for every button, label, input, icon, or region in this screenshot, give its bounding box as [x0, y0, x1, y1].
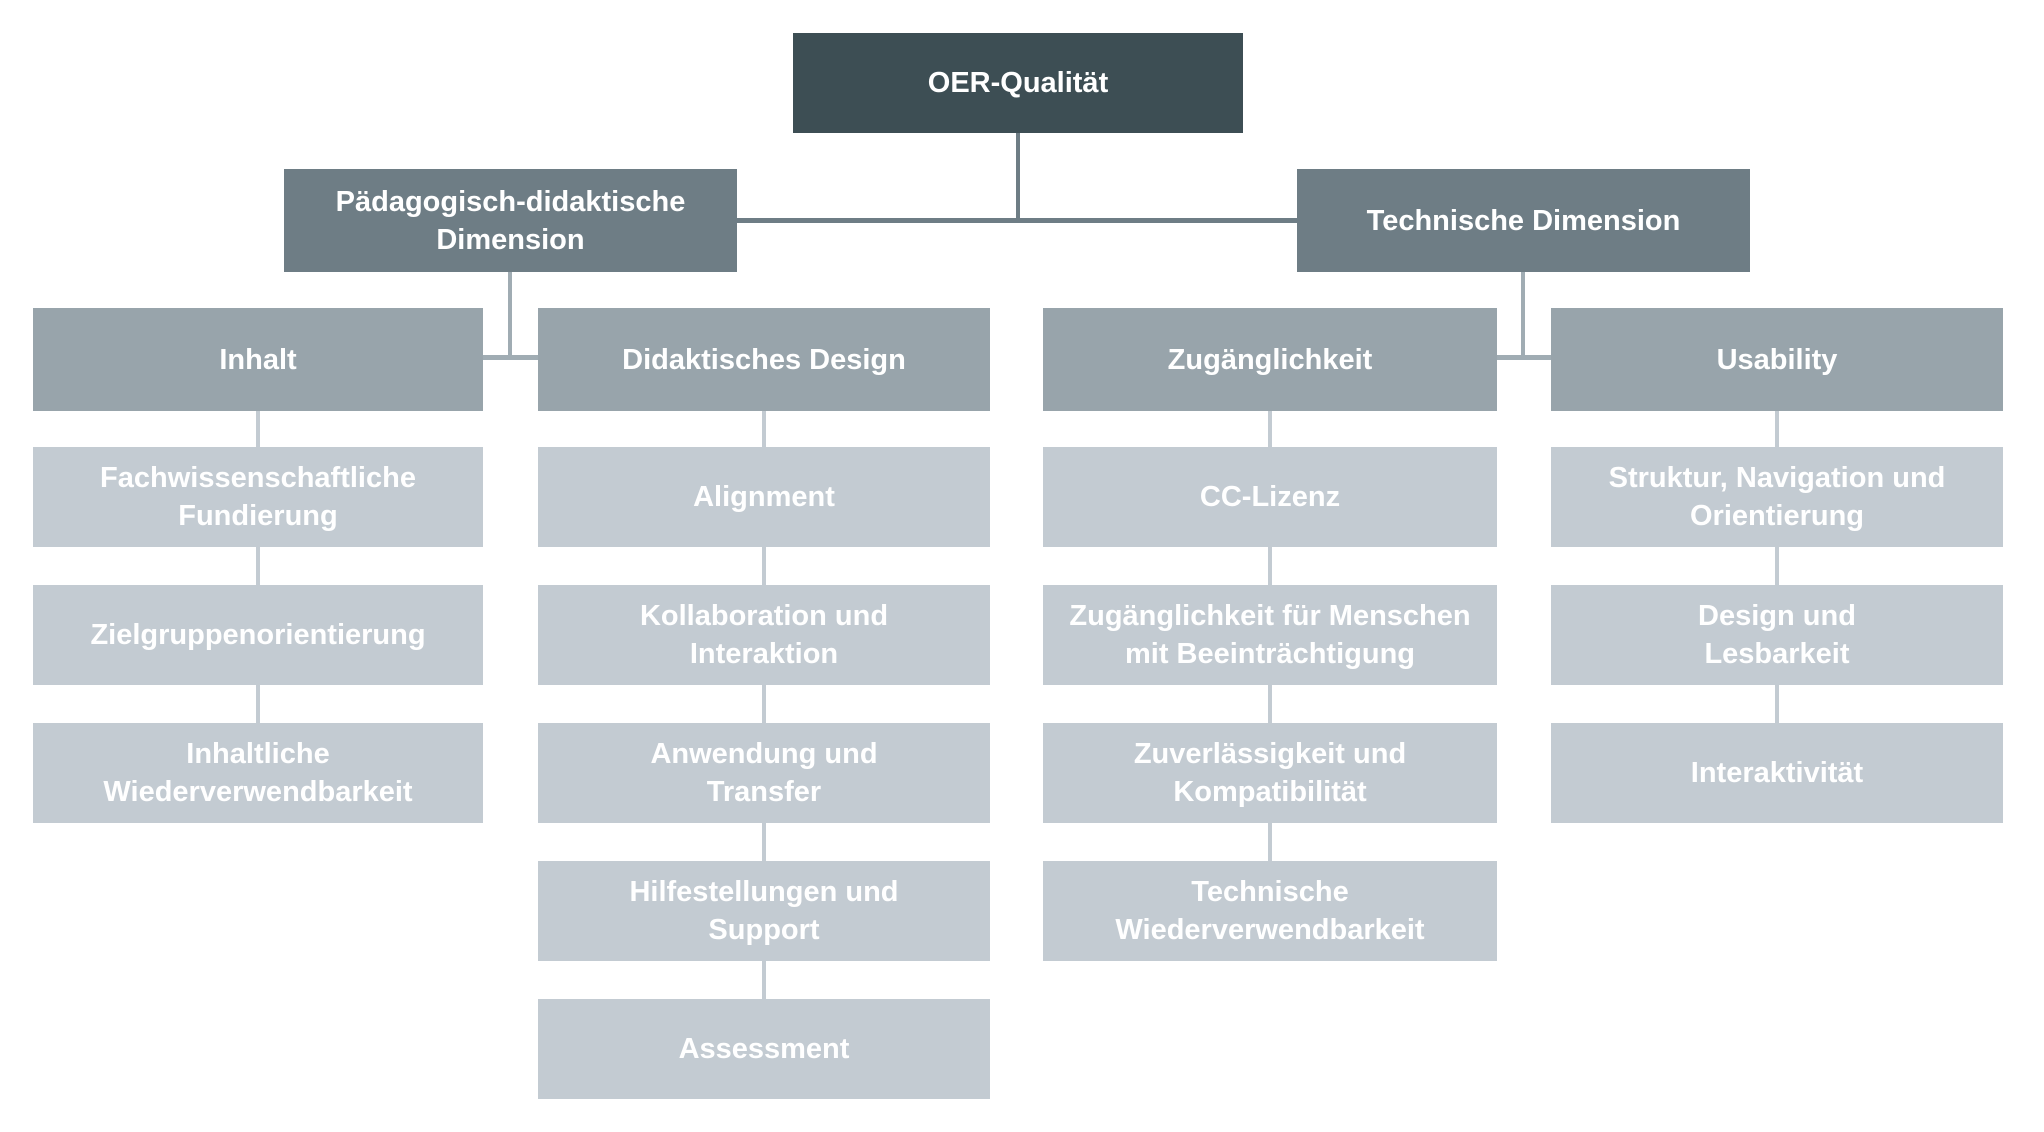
- node-zugaenglichkeit-fuer-menschen: Zugänglichkeit für Menschen mit Beeinträ…: [1043, 585, 1497, 685]
- node-technische-wiederverwendbarkeit: Technische Wiederverwendbarkeit: [1043, 861, 1497, 961]
- node-paedagogisch-didaktische-dimension: Pädagogisch-didaktische Dimension: [284, 169, 737, 272]
- connector-column-didaktisches-design: [762, 411, 766, 999]
- node-didaktisches-design: Didaktisches Design: [538, 308, 990, 411]
- node-zielgruppenorientierung: Zielgruppenorientierung: [33, 585, 483, 685]
- node-zugaenglichkeit: Zugänglichkeit: [1043, 308, 1497, 411]
- connector-technisch-vertical: [1521, 272, 1525, 359]
- node-interaktivitaet: Interaktivität: [1551, 723, 2003, 823]
- connector-column-usability: [1775, 411, 1779, 723]
- node-technische-dimension: Technische Dimension: [1297, 169, 1750, 272]
- connector-paedagogisch-horizontal: [483, 355, 538, 360]
- node-design-und-lesbarkeit: Design und Lesbarkeit: [1551, 585, 2003, 685]
- connector-root-horizontal: [737, 218, 1297, 223]
- node-fachwissenschaftliche-fundierung: Fachwissenschaftliche Fundierung: [33, 447, 483, 547]
- node-cc-lizenz: CC-Lizenz: [1043, 447, 1497, 547]
- node-struktur-navigation-orientierung: Struktur, Navigation und Orientierung: [1551, 447, 2003, 547]
- node-inhaltliche-wiederverwendbarkeit: Inhaltliche Wiederverwendbarkeit: [33, 723, 483, 823]
- node-alignment: Alignment: [538, 447, 990, 547]
- connector-root-vertical: [1016, 133, 1020, 222]
- connector-technisch-horizontal: [1497, 355, 1551, 360]
- node-oer-qualitaet: OER-Qualität: [793, 33, 1243, 133]
- node-kollaboration-und-interaktion: Kollaboration und Interaktion: [538, 585, 990, 685]
- node-zuverlaessigkeit-und-kompatibilitaet: Zuverlässigkeit und Kompatibilität: [1043, 723, 1497, 823]
- connector-column-inhalt: [256, 411, 260, 723]
- node-usability: Usability: [1551, 308, 2003, 411]
- node-inhalt: Inhalt: [33, 308, 483, 411]
- connector-paedagogisch-vertical: [508, 272, 512, 359]
- node-anwendung-und-transfer: Anwendung und Transfer: [538, 723, 990, 823]
- node-hilfestellungen-und-support: Hilfestellungen und Support: [538, 861, 990, 961]
- node-assessment: Assessment: [538, 999, 990, 1099]
